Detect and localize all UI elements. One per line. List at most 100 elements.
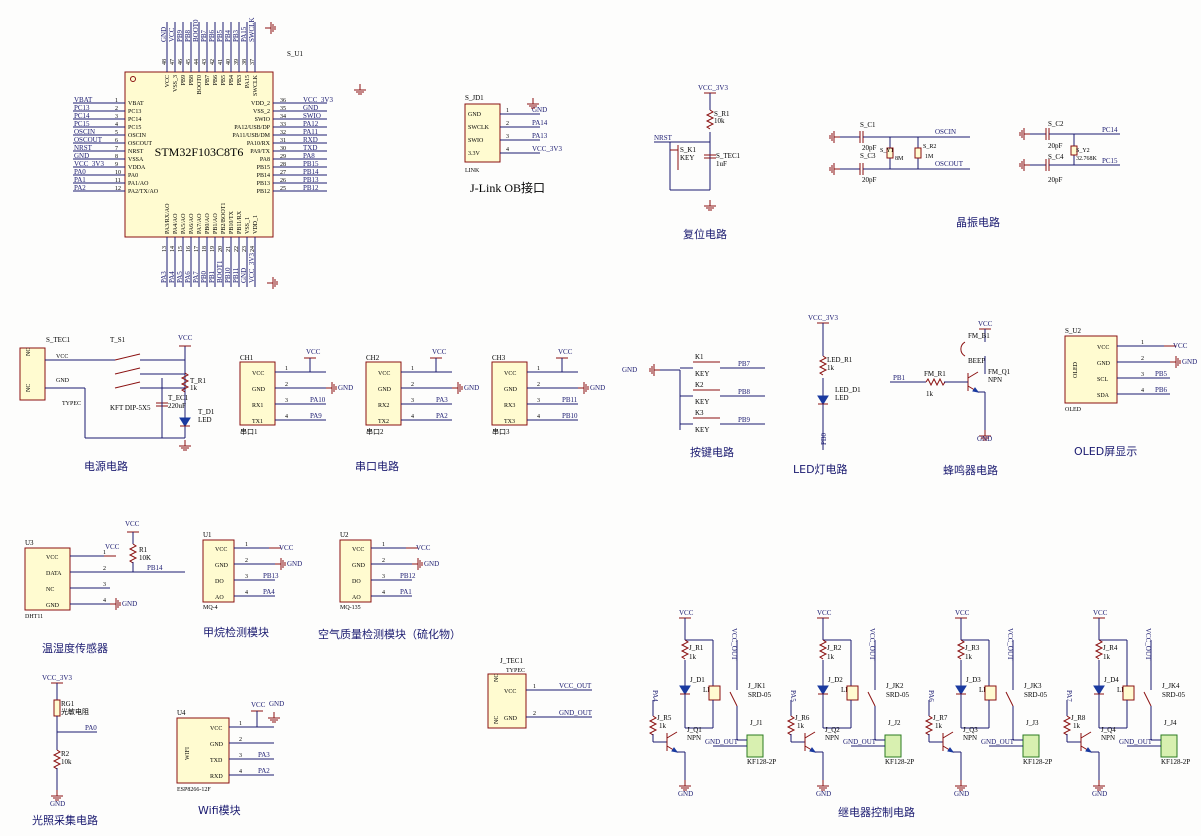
uart-name: 串口1 bbox=[240, 428, 258, 436]
keys-gnd: GND bbox=[622, 366, 637, 374]
buzzer-val: BEEP bbox=[968, 357, 985, 365]
mq4-num: 4 bbox=[245, 590, 248, 596]
mq135-pin: AO bbox=[352, 595, 361, 601]
dht-r-val: 10K bbox=[139, 554, 151, 562]
jlink-num: 4 bbox=[506, 147, 509, 153]
mcu-left-num: 12 bbox=[115, 186, 121, 192]
uart-pin: TX1 bbox=[252, 419, 263, 425]
light-rg-val: 光敏电阻 bbox=[61, 707, 89, 716]
relay-r2: J_R5 bbox=[657, 714, 672, 722]
mq135-num: 3 bbox=[382, 574, 385, 580]
mcu-left-pin: VSSA bbox=[128, 157, 144, 163]
mcu-top-net: PB8 bbox=[184, 29, 192, 42]
crystal-r2 bbox=[914, 147, 922, 159]
mcu-right-pin: PB14 bbox=[257, 173, 270, 179]
wifi-gnd: GND bbox=[269, 700, 284, 708]
typec2-pin-gnd: GND bbox=[504, 716, 518, 722]
dht-num: 2 bbox=[103, 566, 106, 572]
buzzer-body bbox=[960, 341, 966, 357]
buzzer-caption: 蜂鸣器电路 bbox=[943, 463, 998, 477]
mcu-bottom-net: PB0 bbox=[200, 270, 208, 283]
resistor bbox=[128, 543, 138, 564]
resistor bbox=[818, 639, 828, 660]
mcu-right-pin: PB12 bbox=[257, 189, 270, 195]
crystal-c4: S_C4 bbox=[1048, 153, 1064, 161]
mcu-left-pin: PA0 bbox=[128, 173, 138, 179]
uart-num: 1 bbox=[537, 366, 540, 372]
dht-pin: DATA bbox=[46, 571, 62, 577]
relay-vcc-out: VCC_OUT bbox=[868, 628, 876, 661]
mcu-top-num: 47 bbox=[170, 59, 176, 65]
mq135-num: 2 bbox=[382, 558, 385, 564]
mcu-left-net: OSCIN bbox=[74, 128, 95, 136]
relay-caption: 继电器控制电路 bbox=[838, 805, 915, 819]
crystal-oscin: OSCIN bbox=[935, 128, 956, 136]
led-net: PB0 bbox=[820, 432, 828, 445]
resistor bbox=[648, 715, 658, 736]
relay-model: SRD-05 bbox=[748, 691, 771, 699]
resistor bbox=[786, 715, 796, 736]
light-gnd: GND bbox=[50, 800, 65, 808]
oled-num: 2 bbox=[1141, 356, 1144, 362]
key-net: PB9 bbox=[738, 416, 751, 424]
wifi-num: 4 bbox=[239, 769, 242, 775]
oled-pin: GND bbox=[1097, 361, 1111, 367]
typec2-num: 2 bbox=[533, 711, 536, 717]
mcu-right-net: PA12 bbox=[303, 120, 319, 128]
relay-jk: J_JK2 bbox=[886, 682, 904, 690]
mcu-top-num: 41 bbox=[218, 59, 224, 65]
mcu-bottom-num: 17 bbox=[194, 246, 200, 252]
mcu-left-num: 9 bbox=[115, 162, 118, 168]
dht-pin: GND bbox=[46, 603, 60, 609]
wifi-pin: RXD bbox=[210, 774, 223, 780]
mcu-left-num: 2 bbox=[115, 106, 118, 112]
mcu-right-pin: PA9/TX bbox=[250, 149, 270, 155]
relay-r2-val: 1k bbox=[659, 722, 667, 730]
resistor bbox=[924, 715, 934, 736]
relay-jk: J_JK4 bbox=[1162, 682, 1180, 690]
uart-pin: GND bbox=[504, 387, 518, 393]
uart-gnd: GND bbox=[338, 384, 353, 392]
mcu-top-net: BOOT0 bbox=[192, 19, 200, 42]
mcu-bottom-num: 19 bbox=[210, 246, 216, 252]
mcu-right-num: 35 bbox=[280, 106, 286, 112]
mq4-num: 1 bbox=[245, 542, 248, 548]
mcu-top-net: PB6 bbox=[208, 29, 216, 42]
mcu-left-pin: PC14 bbox=[128, 117, 141, 123]
uart-net: PA9 bbox=[310, 412, 322, 420]
relay-conn: KF128-2P bbox=[1161, 758, 1190, 766]
switch-lever bbox=[114, 353, 141, 361]
relay-vcc-out: VCC_OUT bbox=[730, 628, 738, 661]
uart-name: 串口2 bbox=[366, 428, 384, 436]
mcu-right-num: 27 bbox=[280, 170, 286, 176]
led-r-val: 1k bbox=[827, 364, 835, 372]
crystal-caption: 晶振电路 bbox=[956, 215, 1000, 229]
resistor bbox=[680, 639, 690, 660]
mcu-left-net: PA1 bbox=[74, 176, 86, 184]
relay-coil bbox=[1122, 685, 1135, 701]
mcu-right-net: PA8 bbox=[303, 152, 315, 160]
power-vcc-pin: VCC bbox=[56, 354, 68, 360]
relay-coil bbox=[984, 685, 997, 701]
relay-vcc: VCC bbox=[817, 609, 832, 617]
light-r: R2 bbox=[61, 750, 70, 758]
mcu-left-net: NRST bbox=[74, 144, 93, 152]
mcu-top-net: SWCLK bbox=[248, 18, 256, 43]
buzzer-gnd: GND bbox=[977, 435, 992, 443]
relay-jk: J_JK1 bbox=[748, 682, 766, 690]
relay-q-val: NPN bbox=[1101, 734, 1115, 742]
led-vcc: VCC_3V3 bbox=[808, 314, 838, 322]
crystal-r2-ref: S_R2 bbox=[923, 144, 936, 150]
jlink-pin: SWCLK bbox=[468, 125, 490, 131]
transistor-arrow bbox=[972, 387, 980, 393]
mcu-right-pin: PA12/USB/DP bbox=[234, 125, 270, 131]
mq4-pin: DO bbox=[215, 579, 224, 585]
mcu-bottom-pin: PA4/AO bbox=[173, 213, 179, 234]
relay-gnd: GND bbox=[1092, 790, 1107, 798]
mcu-left-pin: PC15 bbox=[128, 125, 141, 131]
power-vcc: VCC bbox=[178, 334, 193, 342]
power-r: T_R1 bbox=[190, 377, 206, 385]
dht-ref: U3 bbox=[25, 539, 34, 547]
oled-pin: VCC bbox=[1097, 345, 1109, 351]
mcu-left-num: 10 bbox=[115, 170, 121, 176]
